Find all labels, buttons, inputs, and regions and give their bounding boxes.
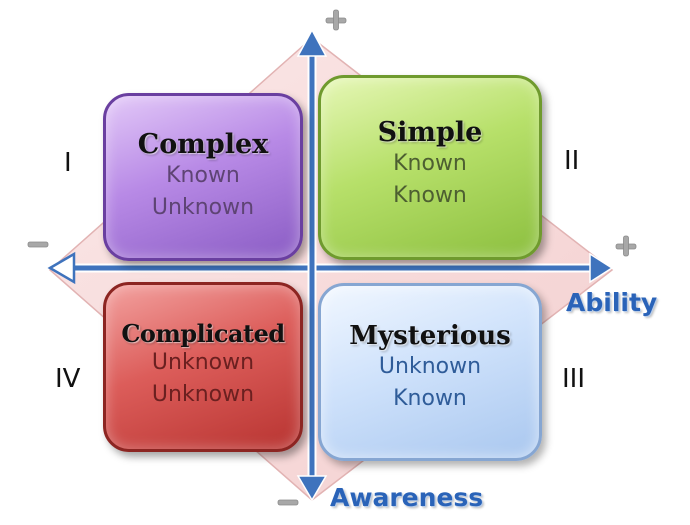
axis-label-ability: Ability xyxy=(566,288,658,317)
quadrant-title: Simple xyxy=(377,117,483,148)
quadrant-numeral-3: III xyxy=(562,364,586,394)
quadrant-numeral-4: IV xyxy=(55,364,81,394)
plus-icon xyxy=(325,9,347,31)
quadrant-line: Known xyxy=(166,162,240,188)
quadrant-numeral-2: II xyxy=(564,146,580,176)
quadrant-simple: Simple Known Known xyxy=(318,75,542,260)
axis-label-awareness: Awareness xyxy=(330,483,484,512)
quadrant-line: Known xyxy=(393,182,467,208)
quadrant-complicated: Complicated Unknown Unknown xyxy=(103,282,303,452)
quadrant-line: Known xyxy=(393,150,467,176)
quadrant-mysterious: Mysterious Unknown Known xyxy=(318,283,542,461)
quadrant-numeral-1: I xyxy=(64,148,72,178)
quadrant-title: Complex xyxy=(137,129,269,160)
quadrant-line: Unknown xyxy=(378,353,482,379)
horizontal-axis-arrow xyxy=(47,251,614,285)
plus-icon xyxy=(615,235,637,257)
minus-icon xyxy=(277,499,299,506)
quadrant-line: Unknown xyxy=(151,350,255,376)
quadrant-title: Complicated xyxy=(121,319,285,348)
quadrant-line: Unknown xyxy=(151,194,255,220)
vertical-axis-arrow xyxy=(296,28,328,502)
quadrant-complex: Complex Known Unknown xyxy=(103,93,303,261)
quadrant-line: Known xyxy=(393,385,467,411)
minus-icon xyxy=(27,241,49,248)
quadrant-line: Unknown xyxy=(151,382,255,408)
quadrant-title: Mysterious xyxy=(349,321,511,351)
